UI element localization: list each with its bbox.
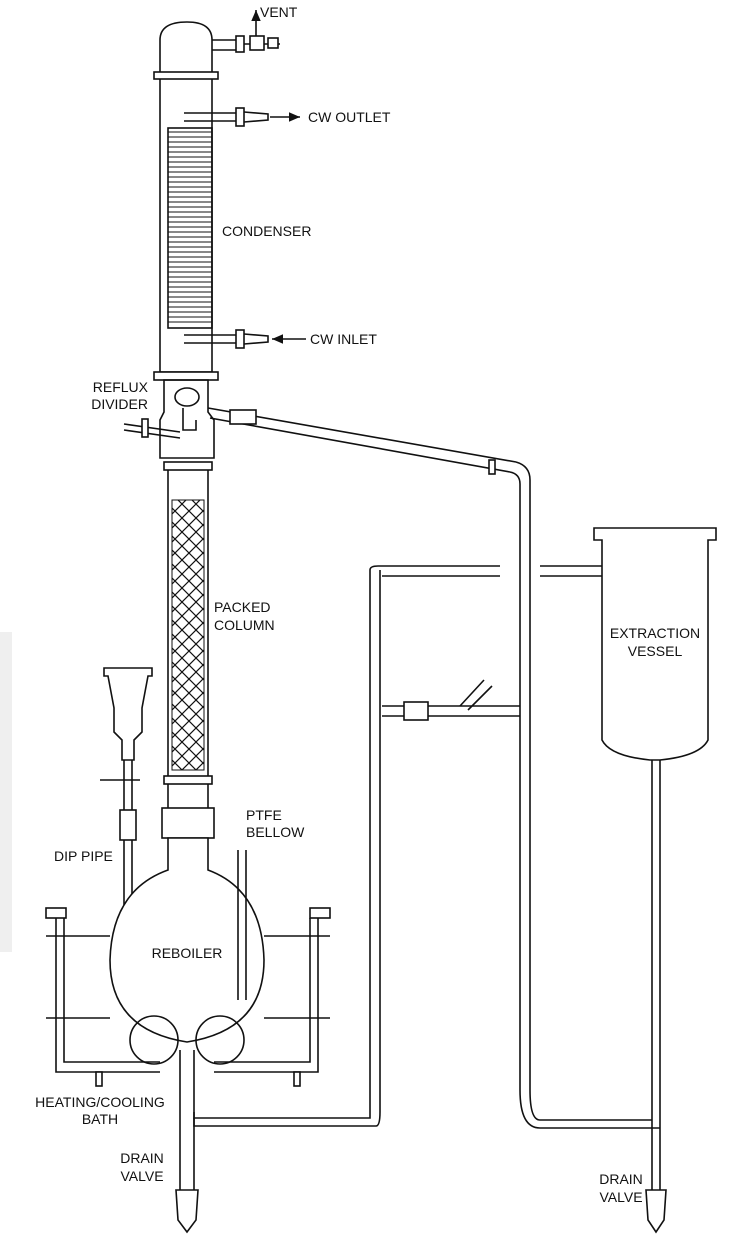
reflux-divider-label-2: DIVIDER — [91, 396, 148, 412]
distillate-line — [207, 407, 531, 1090]
dip-pipe-label: DIP PIPE — [54, 848, 113, 864]
reflux-divider — [123, 379, 215, 471]
extraction-vessel — [540, 527, 717, 1234]
vent-fitting — [235, 10, 280, 53]
cw-outlet-pipe — [184, 107, 300, 127]
heating-cooling-bath — [45, 907, 331, 1087]
packed-column — [163, 470, 213, 808]
drain-valve-right-label-2: VALVE — [599, 1189, 642, 1205]
condenser-label: CONDENSER — [222, 223, 311, 239]
extraction-vessel-label-2: VESSEL — [628, 643, 683, 659]
packed-column-label-2: COLUMN — [214, 617, 275, 633]
ptfe-bellow — [161, 807, 215, 839]
packed-column-label-1: PACKED — [214, 599, 271, 615]
drain-valve-left-label-1: DRAIN — [120, 1150, 164, 1166]
side-band — [0, 632, 12, 952]
cw-inlet-label: CW INLET — [310, 331, 377, 347]
cw-inlet-pipe — [184, 329, 306, 349]
bath-label-1: HEATING/COOLING — [35, 1094, 165, 1110]
ptfe-bellow-label-2: BELLOW — [246, 824, 305, 840]
left-drain-line — [175, 565, 500, 1234]
vent-label: VENT — [260, 4, 298, 20]
cw-outlet-label: CW OUTLET — [308, 109, 391, 125]
reboiler-label: REBOILER — [152, 945, 223, 961]
condenser-body — [153, 21, 240, 381]
drain-valve-left-label-2: VALVE — [120, 1168, 163, 1184]
extraction-vessel-label-1: EXTRACTION — [610, 625, 700, 641]
bath-label-2: BATH — [82, 1111, 118, 1127]
middle-manifold — [382, 679, 660, 1129]
reboiler-flask — [109, 837, 265, 1043]
drain-valve-right-label-1: DRAIN — [599, 1171, 643, 1187]
dip-pipe-assembly — [100, 667, 153, 930]
reflux-divider-label-1: REFLUX — [93, 379, 149, 395]
ptfe-bellow-label-1: PTFE — [246, 807, 282, 823]
condenser-coil — [167, 127, 213, 329]
